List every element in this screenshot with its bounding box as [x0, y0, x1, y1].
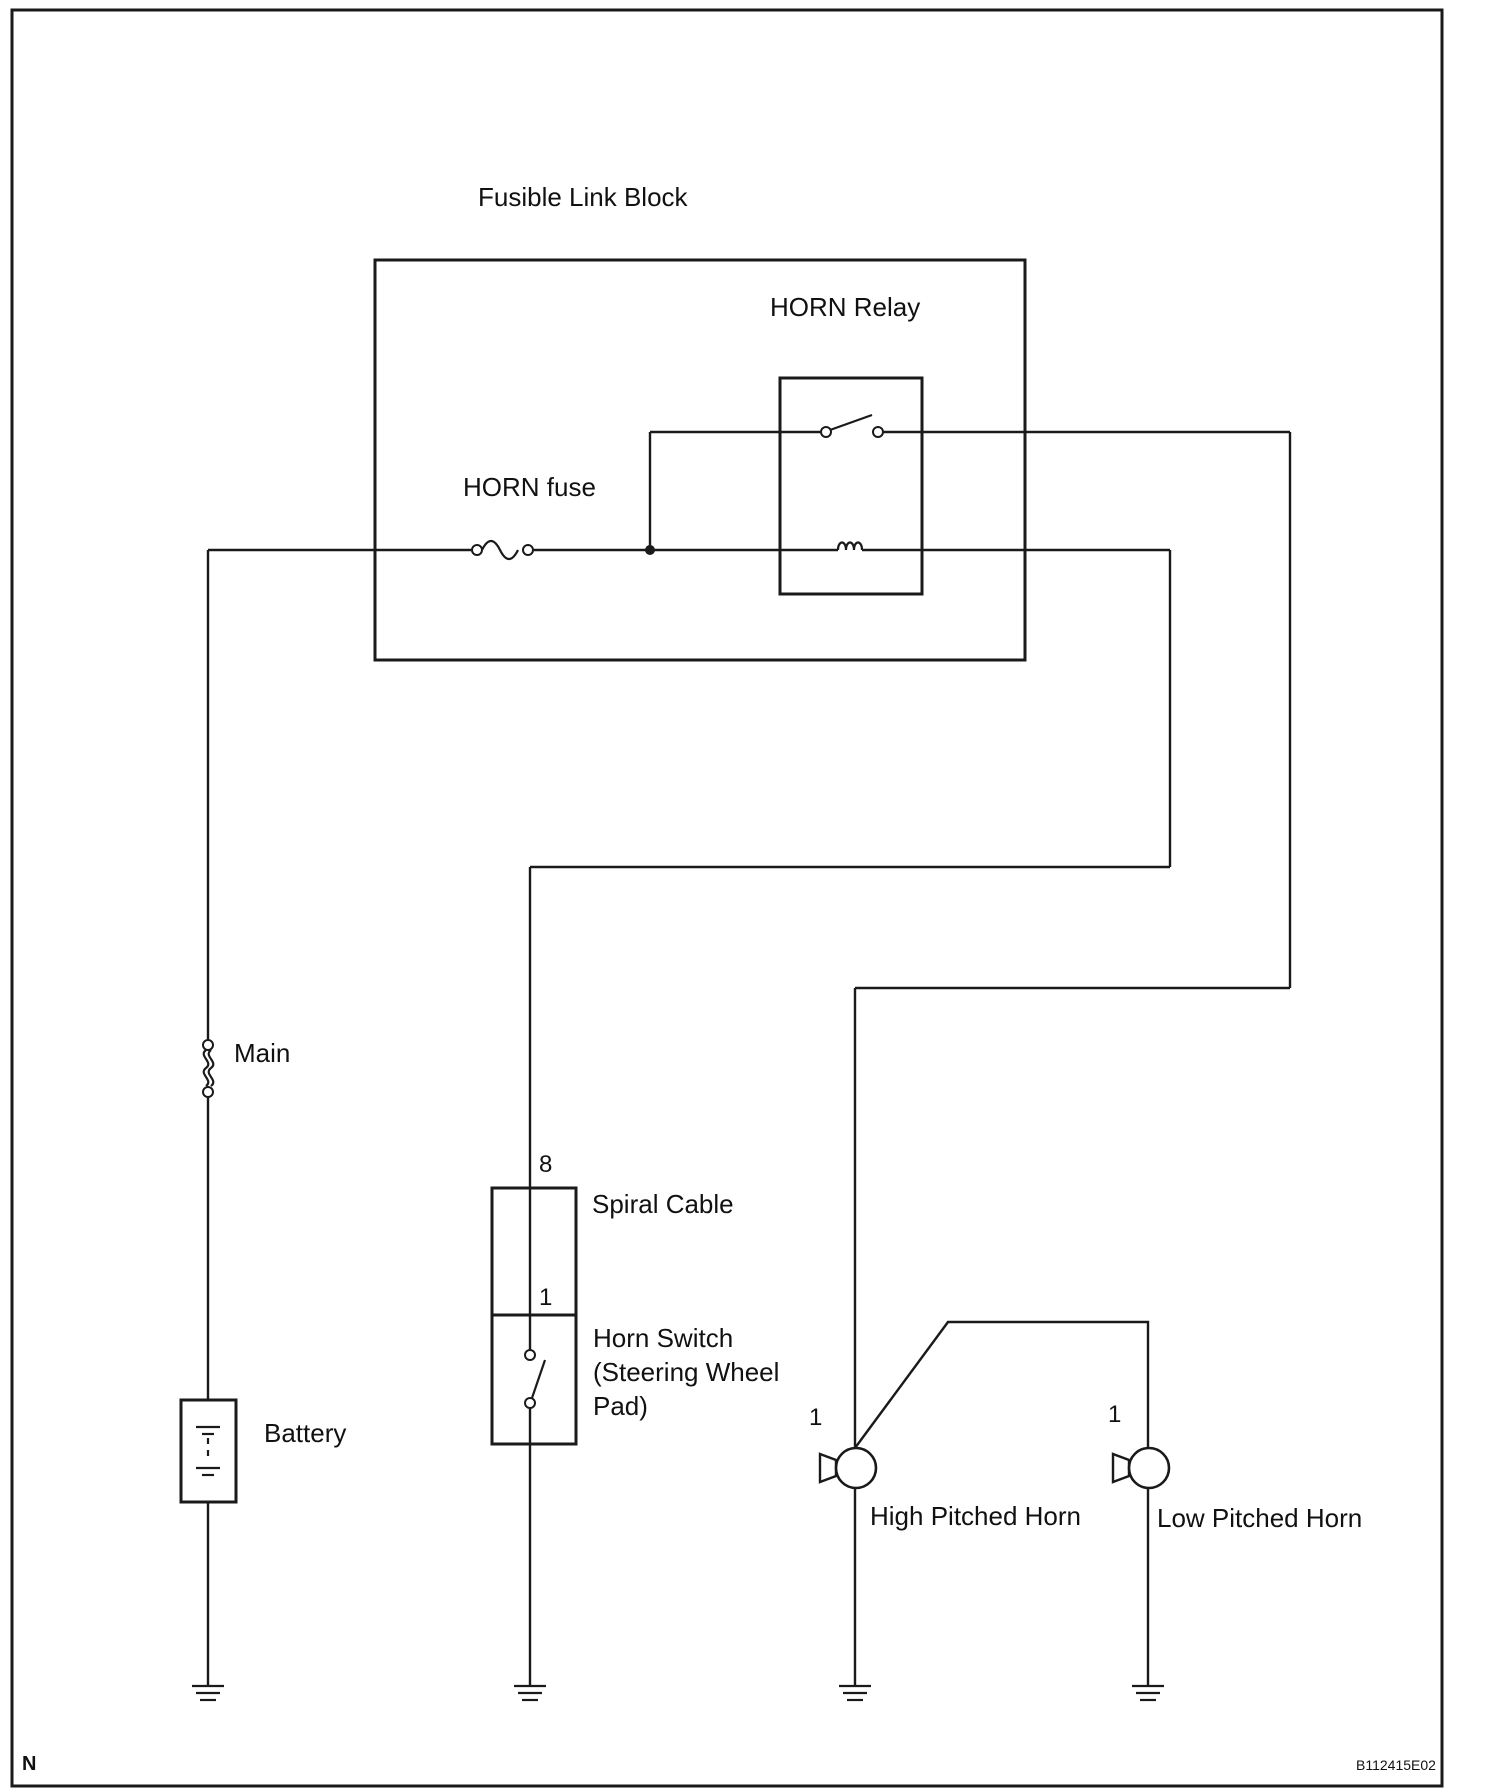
horn-switch-label-3: Pad) — [593, 1391, 648, 1421]
high-pitched-horn-icon — [818, 1446, 878, 1490]
ground-high-horn-icon — [839, 1684, 871, 1702]
high-pitched-horn-label: High Pitched Horn — [870, 1501, 1081, 1531]
horn-switch-pin-1: 1 — [539, 1284, 552, 1311]
main-fuse-label: Main — [234, 1038, 290, 1068]
footer-north-mark: N — [22, 1753, 36, 1775]
spiral-cable-label: Spiral Cable — [592, 1189, 734, 1219]
horn-relay-coil — [650, 541, 1170, 552]
fusible-link-block-box — [373, 258, 1027, 662]
low-pitched-horn-label: Low Pitched Horn — [1157, 1503, 1362, 1533]
horn-fuse-symbol — [471, 539, 534, 561]
horn-switch-symbol — [524, 1315, 547, 1444]
horn-relay-box — [778, 376, 924, 596]
outer-frame — [10, 8, 1444, 1788]
battery-label: Battery — [264, 1418, 346, 1448]
horn-relay-switch — [650, 413, 1290, 438]
low-pitched-horn-icon — [1111, 1446, 1171, 1490]
main-fuse-symbol — [202, 1039, 215, 1098]
ground-low-horn-icon — [1132, 1684, 1164, 1702]
figure-id: B112415E02 — [1356, 1757, 1436, 1773]
high-horn-pin-1: 1 — [809, 1404, 822, 1431]
low-horn-pin-1: 1 — [1108, 1401, 1121, 1428]
horn-switch-box — [490, 1313, 578, 1446]
ground-battery-icon — [192, 1684, 224, 1702]
ground-switch-icon — [514, 1684, 546, 1702]
junction-dot — [645, 545, 655, 555]
fusible-link-block-label: Fusible Link Block — [478, 182, 689, 212]
horn-relay-label: HORN Relay — [770, 292, 920, 322]
wire-high-to-low-horn — [854, 1320, 1150, 1449]
spiral-cable-pin-8: 8 — [539, 1151, 552, 1178]
horn-fuse-label: HORN fuse — [463, 472, 596, 502]
spiral-cable-box — [490, 1186, 578, 1317]
horn-switch-label-1: Horn Switch — [593, 1323, 733, 1353]
horn-switch-label-2: (Steering Wheel — [593, 1357, 779, 1387]
battery-symbol — [196, 1425, 220, 1477]
